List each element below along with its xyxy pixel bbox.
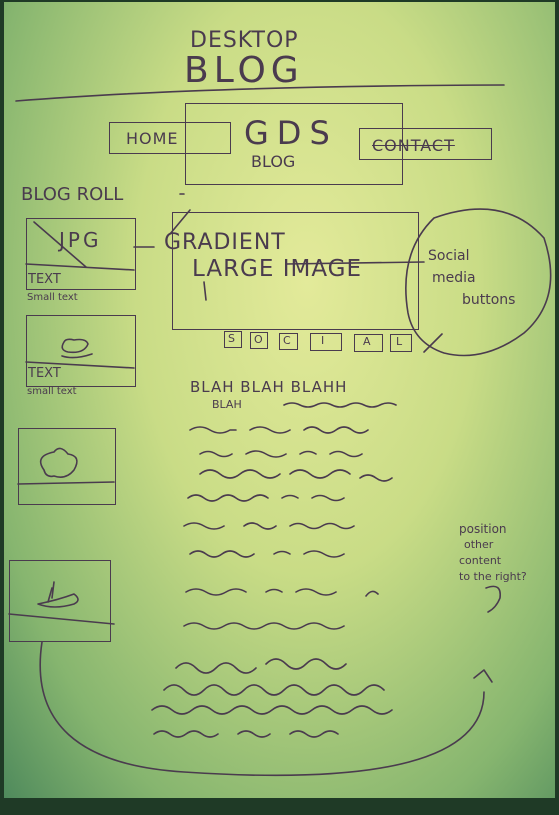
logo-subtext: BLOG (251, 152, 296, 171)
blogroll-thumb-2-small: small text (27, 386, 77, 397)
blogroll-thumb-1-small: Small text (27, 292, 78, 303)
contact-nav-box[interactable] (359, 128, 492, 160)
body-text-line2: BLAH (212, 398, 242, 411)
blogroll-thumb-1-image: JPG (59, 228, 102, 252)
position-note-1: position (459, 522, 507, 536)
social-button-o[interactable] (250, 332, 268, 349)
home-nav-box[interactable] (109, 122, 231, 154)
position-note-2: other (464, 538, 494, 551)
social-button-i[interactable] (310, 333, 342, 351)
social-note-3: buttons (462, 292, 516, 308)
contact-nav-label: CONTACT (372, 136, 455, 155)
social-button-s[interactable] (224, 331, 242, 348)
body-text-line1: BLAH BLAH BLAHH (190, 378, 348, 396)
page-title-line2: BLOG (184, 50, 304, 91)
paper-sheet: DESKTOP BLOG HOME GDS BLOG CONTACT BLOG … (4, 2, 555, 798)
social-button-o-label: O (254, 333, 263, 346)
blogroll-thumb-4[interactable] (9, 560, 111, 642)
position-note-3: content (459, 554, 502, 567)
blogroll-thumb-2[interactable] (26, 315, 136, 387)
social-button-i-label: I (321, 334, 325, 347)
blogroll-thumb-1-text: TEXT (28, 272, 61, 287)
position-note-4: to the right? (459, 570, 527, 583)
social-note-2: media (432, 270, 476, 286)
logo-box[interactable] (185, 103, 403, 185)
blogroll-thumb-1[interactable] (26, 218, 136, 290)
social-button-l[interactable] (390, 334, 412, 352)
social-button-s-label: S (228, 332, 235, 345)
blogroll-thumb-3[interactable] (18, 428, 116, 505)
social-note-1: Social (428, 248, 470, 264)
blog-roll-heading: BLOG ROLL (21, 184, 124, 205)
gradient-label: GRADIENT (164, 230, 286, 255)
social-button-a[interactable] (354, 334, 383, 352)
large-image-label: LARGE IMAGE (192, 256, 363, 282)
page-title-line1: DESKTOP (190, 28, 299, 53)
home-nav-label: HOME (126, 129, 179, 148)
social-button-c[interactable] (279, 333, 298, 350)
social-button-c-label: C (283, 334, 291, 347)
social-button-a-label: A (363, 335, 371, 348)
logo-text: GDS (244, 114, 338, 152)
large-image-box (172, 212, 419, 330)
sketch-lines (8, 84, 552, 777)
social-button-l-label: L (396, 335, 403, 348)
blogroll-thumb-2-text: TEXT (28, 366, 61, 381)
